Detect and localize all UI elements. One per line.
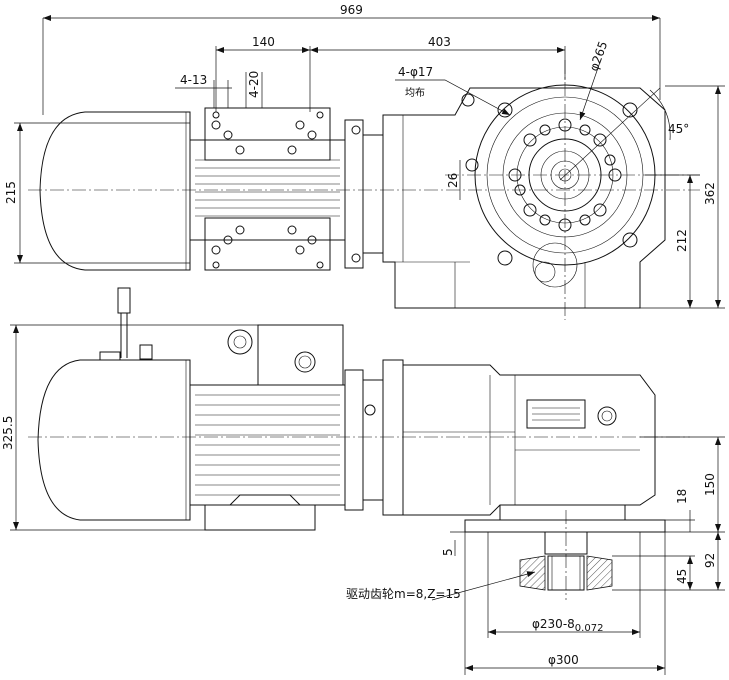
dim-5: 5 — [441, 548, 455, 556]
holes-note: 均布 — [405, 87, 425, 99]
dim-phi265: φ265 — [587, 39, 611, 73]
dim-4-20: 4-20 — [247, 71, 261, 98]
front-gearbox-housing — [402, 364, 656, 516]
dim-362: 362 — [703, 182, 717, 205]
dim-403: 403 — [428, 35, 451, 49]
plug-screw — [597, 406, 617, 426]
dim-92: 92 — [703, 553, 717, 568]
dim-4-13: 4-13 — [180, 73, 207, 87]
dimensions — [10, 15, 725, 675]
front-view — [28, 287, 690, 600]
terminal-bolts — [211, 111, 324, 269]
dim-140: 140 — [252, 35, 275, 49]
top-cooling-fins — [195, 159, 340, 217]
dim-26: 26 — [446, 173, 460, 188]
front-cooling-fins — [195, 394, 340, 496]
top-motor-flange — [344, 119, 364, 269]
holes-label: 4-φ17 — [398, 65, 433, 79]
brake-lever — [117, 287, 131, 314]
top-terminal-box — [204, 107, 331, 161]
top-view — [28, 60, 700, 320]
front-motor-flange — [344, 369, 364, 511]
gear-label: 驱动齿轮m=8,Z=15 — [346, 587, 461, 601]
bottom-terminal-box — [204, 217, 331, 271]
dim-45: 45 — [675, 569, 689, 584]
dim-phi300: φ300 — [548, 653, 579, 667]
dim-215: 215 — [4, 181, 18, 204]
angle-45: 45° — [668, 122, 689, 136]
front-terminal-box — [257, 324, 344, 386]
front-motor-foot — [204, 504, 316, 531]
output-base-plate — [464, 519, 666, 533]
dim-18: 18 — [675, 489, 689, 504]
drive-gear-right-section — [586, 555, 613, 591]
top-fan-cover — [39, 111, 191, 271]
dim-150: 150 — [703, 473, 717, 496]
dim-phi230: φ230-80.072 — [532, 617, 603, 634]
front-fan-cover — [37, 359, 191, 521]
dim-325-5: 325.5 — [1, 416, 15, 450]
dim-overall-length: 969 — [340, 3, 363, 17]
lifting-eye — [227, 329, 253, 355]
nameplate — [526, 399, 586, 429]
dim-212: 212 — [675, 229, 689, 252]
